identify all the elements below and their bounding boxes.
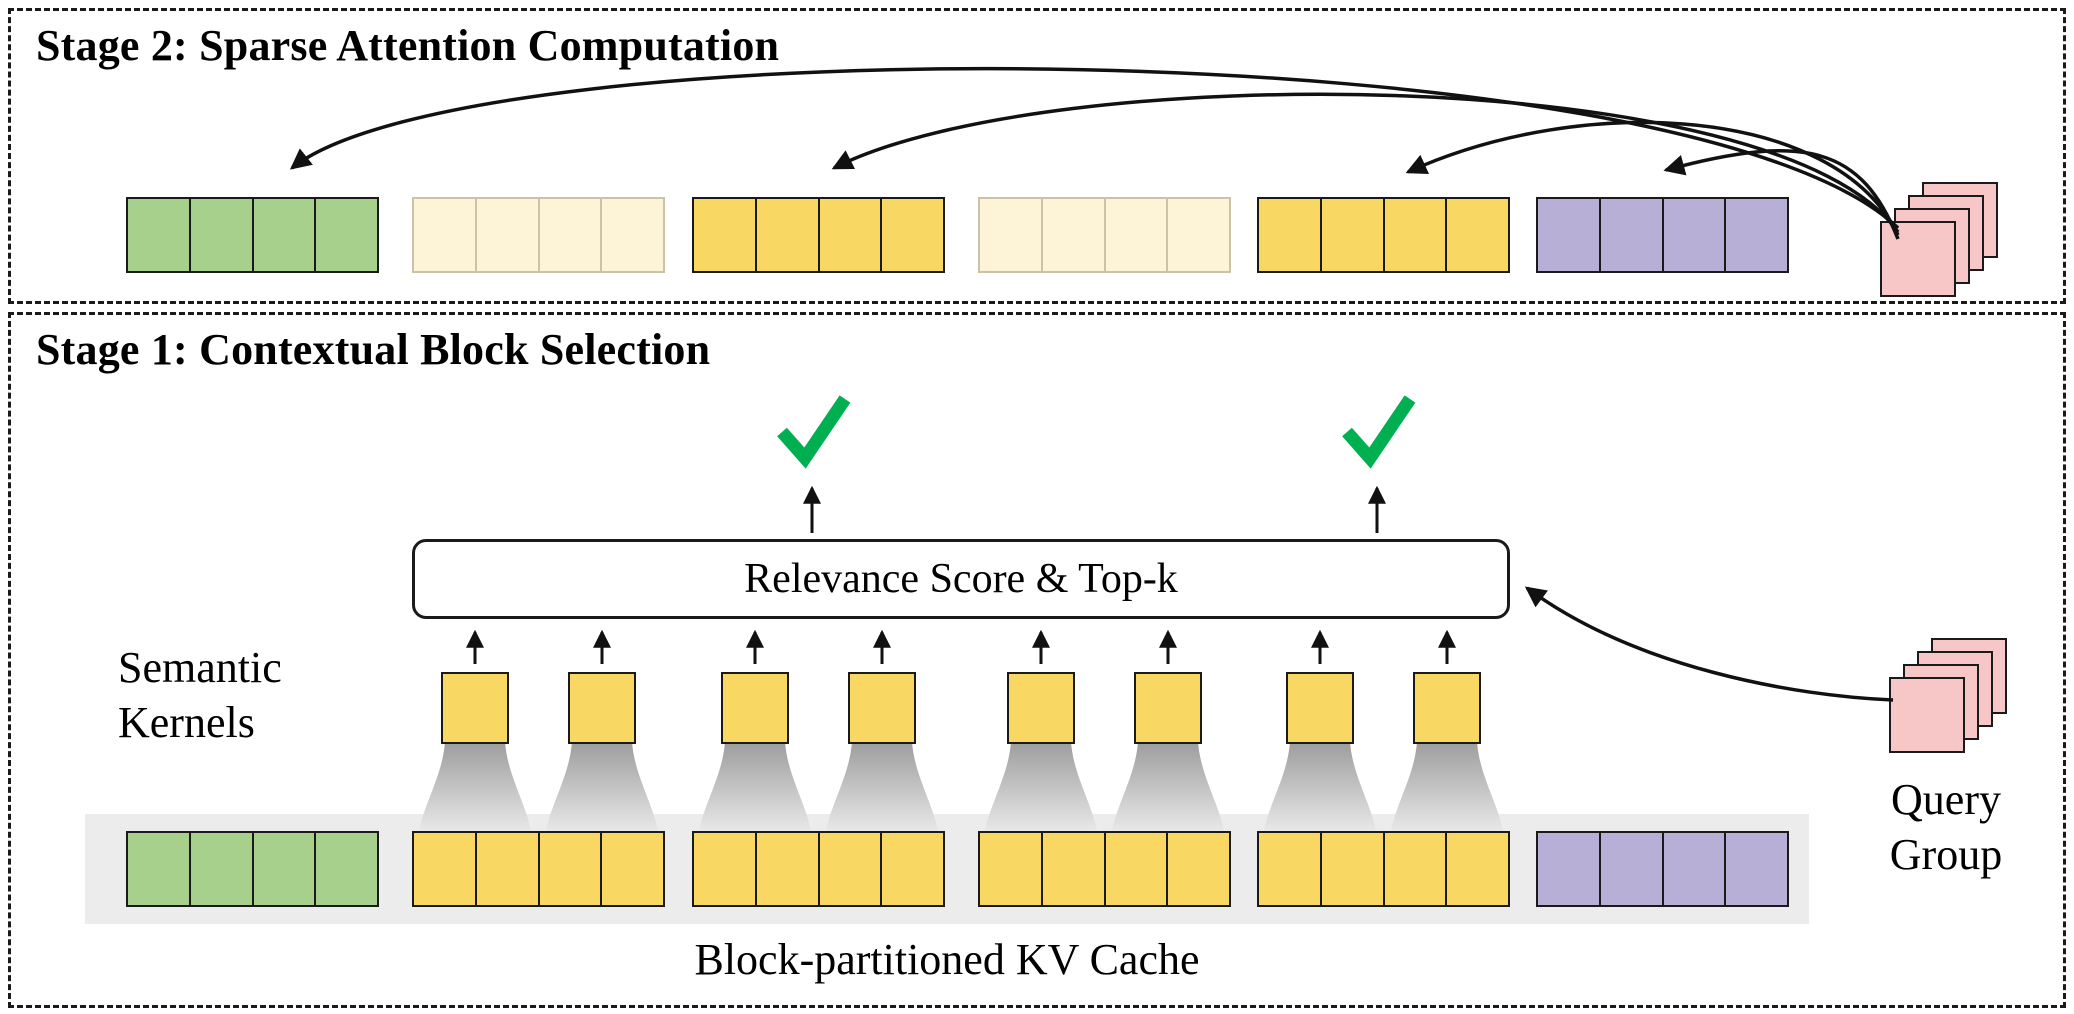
semantic-kernel-4 — [848, 672, 916, 744]
kv-cell — [1664, 199, 1727, 271]
kv-cell — [1322, 199, 1385, 271]
cache-block-yellow-3 — [978, 831, 1231, 907]
query-group-label: Query Group — [1889, 775, 2003, 879]
semantic-kernel-6 — [1134, 672, 1202, 744]
kv-cell — [820, 833, 883, 905]
stage1-panel — [8, 312, 2066, 1008]
kv-cell — [1385, 199, 1448, 271]
stage2-panel — [8, 8, 2066, 304]
kv-cell — [882, 199, 943, 271]
semantic-kernels-label: Semantic Kernels — [118, 643, 282, 747]
kv-cell — [1601, 833, 1664, 905]
cache-block-yellow-4 — [1257, 831, 1510, 907]
kv-cell — [191, 833, 254, 905]
kv-cell — [820, 199, 883, 271]
kv-cell — [602, 199, 663, 271]
kv-cell — [1043, 833, 1106, 905]
kv-cell — [414, 833, 477, 905]
semantic-kernel-5 — [1007, 672, 1075, 744]
kv-cell — [191, 199, 254, 271]
query-card — [1880, 221, 1956, 297]
stage2-query-stack — [1880, 182, 2000, 300]
kv-cell — [477, 199, 540, 271]
relevance-score-box: Relevance Score & Top-k — [412, 539, 1510, 619]
semantic-kernel-2 — [568, 672, 636, 744]
kv-cell — [1726, 833, 1787, 905]
stage2-block-green — [126, 197, 379, 273]
kv-cell — [414, 199, 477, 271]
kv-cell — [477, 833, 540, 905]
kv-cell — [757, 833, 820, 905]
kv-cell — [1106, 833, 1169, 905]
semantic-kernel-7 — [1286, 672, 1354, 744]
kv-cell — [1726, 199, 1787, 271]
cache-block-green — [126, 831, 379, 907]
kv-cell — [1447, 199, 1508, 271]
kv-cache-caption: Block-partitioned KV Cache — [694, 935, 1200, 984]
semantic-kernel-1 — [441, 672, 509, 744]
kv-cell — [254, 199, 317, 271]
kv-cell — [694, 833, 757, 905]
kv-cell — [128, 199, 191, 271]
stage2-block-purple — [1536, 197, 1789, 273]
kv-cell — [316, 833, 377, 905]
kv-cell — [1664, 833, 1727, 905]
kv-cell — [1259, 199, 1322, 271]
cache-block-purple — [1536, 831, 1789, 907]
semantic-kernel-8 — [1413, 672, 1481, 744]
semantic-kernel-3 — [721, 672, 789, 744]
kv-cell — [1385, 833, 1448, 905]
stage1-query-stack — [1889, 638, 2009, 756]
kv-cell — [254, 833, 317, 905]
stage1-title: Stage 1: Contextual Block Selection — [36, 325, 711, 374]
kv-cell — [602, 833, 663, 905]
kv-cell — [980, 833, 1043, 905]
relevance-score-label: Relevance Score & Top-k — [744, 556, 1178, 602]
kv-cell — [128, 833, 191, 905]
kv-cell — [540, 199, 603, 271]
stage2-block-yellow-1 — [692, 197, 945, 273]
kv-cell — [540, 833, 603, 905]
stage2-block-yellow-2 — [1257, 197, 1510, 273]
kv-cell — [882, 833, 943, 905]
kv-cell — [694, 199, 757, 271]
kv-cell — [1601, 199, 1664, 271]
kv-cell — [1538, 199, 1601, 271]
kv-cell — [980, 199, 1043, 271]
query-card — [1889, 677, 1965, 753]
kv-cell — [757, 199, 820, 271]
kv-cell — [1259, 833, 1322, 905]
kv-cell — [1168, 833, 1229, 905]
kv-cell — [1447, 833, 1508, 905]
stage2-title: Stage 2: Sparse Attention Computation — [36, 21, 780, 70]
kv-cell — [1322, 833, 1385, 905]
cache-block-yellow-2 — [692, 831, 945, 907]
kv-cell — [1168, 199, 1229, 271]
kv-cell — [1043, 199, 1106, 271]
kv-cell — [1538, 833, 1601, 905]
kv-cell — [316, 199, 377, 271]
cache-block-yellow-1 — [412, 831, 665, 907]
stage2-block-skipped-2 — [978, 197, 1231, 273]
kv-cell — [1106, 199, 1169, 271]
stage2-block-skipped-1 — [412, 197, 665, 273]
